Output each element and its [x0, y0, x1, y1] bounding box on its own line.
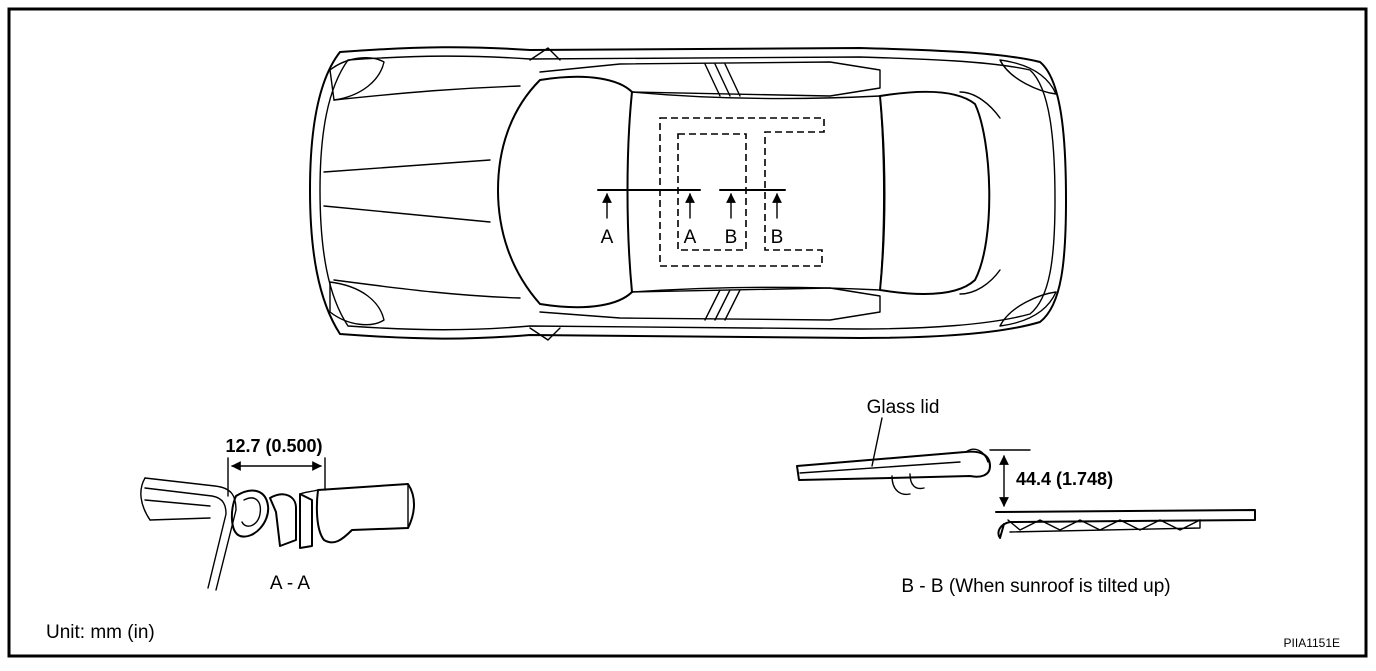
section-bb-detail: Glass lid 44.4 (1.748) B - B (When sunro… — [796, 397, 1256, 597]
section-aa-detail: 12.7 (0.500) A - A — [140, 436, 415, 594]
glass-lid-label: Glass lid — [867, 397, 940, 418]
figure-code: PIIA1151E — [1284, 636, 1340, 650]
unit-note: Unit: mm (in) — [46, 622, 155, 643]
car-top-view: A A B B — [309, 46, 1067, 341]
sunroof-outline — [659, 117, 825, 267]
marker-a-left: A — [601, 227, 614, 248]
bb-dimension-label: 44.4 (1.748) — [1016, 469, 1113, 489]
aa-dimension-label: 12.7 (0.500) — [225, 436, 322, 456]
glass-lid-leader — [871, 417, 883, 467]
aa-caption: A - A — [270, 573, 310, 594]
outer-border — [7, 7, 1368, 658]
bb-caption: B - B (When sunroof is tilted up) — [901, 576, 1170, 597]
sunroof-inner-outline — [677, 133, 747, 251]
marker-b-right: B — [771, 227, 784, 248]
marker-b-left: B — [725, 227, 738, 248]
marker-a-right: A — [684, 227, 697, 248]
